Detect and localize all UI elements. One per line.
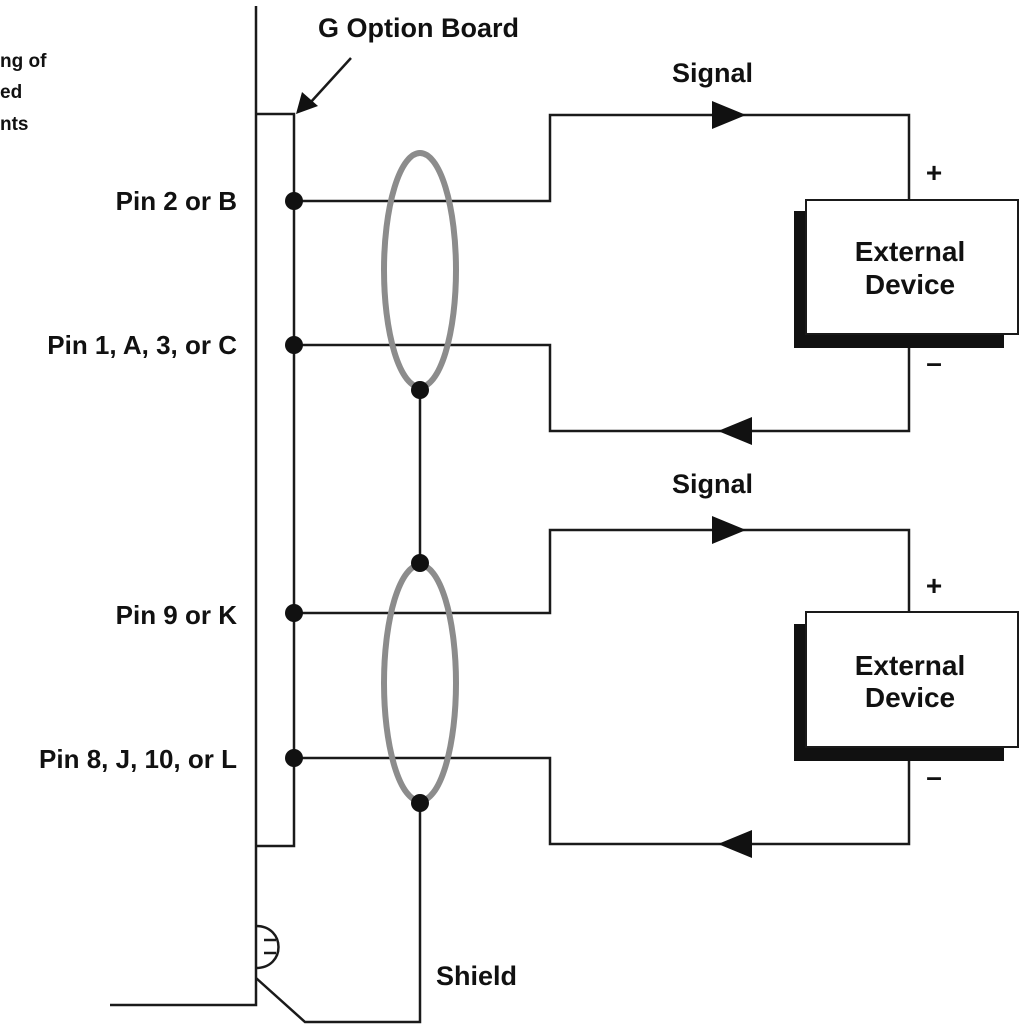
pin-9-k-junction-dot — [285, 604, 303, 622]
chassis-line — [110, 6, 258, 1007]
upper-signal-label: Signal — [672, 58, 753, 88]
lower-shield-top-junction-dot — [411, 554, 429, 572]
partial-label-line-2: ed — [0, 82, 22, 103]
lower-external-device — [805, 611, 1019, 748]
lower-return-arrow-icon — [718, 830, 752, 858]
lower-device-label-line-1: External — [855, 650, 966, 681]
pin-2-b-label: Pin 2 or B — [116, 186, 237, 216]
upper-shield-loop — [381, 150, 459, 390]
upper-signal-wire — [294, 113, 911, 203]
lower-return-wire — [294, 747, 911, 846]
upper-device-label-line-2: Device — [865, 269, 955, 300]
board-pointer-arrowhead — [296, 92, 318, 114]
option-board-outline — [256, 112, 296, 848]
pin-8-j-10-l-junction-dot — [285, 749, 303, 767]
pin-8-j-10-l-label: Pin 8, J, 10, or L — [39, 744, 237, 774]
upper-device-label-line-1: External — [855, 236, 966, 267]
shield-drain-wire — [255, 803, 422, 1024]
lower-plus-label: + — [926, 570, 942, 601]
board-pointer-line — [309, 57, 352, 104]
shield-label: Shield — [436, 961, 517, 991]
upper-external-device — [805, 199, 1019, 335]
lower-shield-loop — [381, 562, 459, 804]
ground-lug-icon — [255, 924, 280, 970]
upper-signal-arrow-icon — [712, 101, 746, 129]
pin-2-b-junction-dot — [285, 192, 303, 210]
board-label: G Option Board — [318, 13, 519, 43]
lower-minus-label: – — [926, 761, 942, 792]
lower-signal-arrow-icon — [712, 516, 746, 544]
upper-return-wire — [294, 334, 911, 433]
pin-1-a-3-c-junction-dot — [285, 336, 303, 354]
upper-minus-label: – — [926, 347, 942, 378]
lower-shield-bottom-junction-dot — [411, 794, 429, 812]
upper-return-arrow-icon — [718, 417, 752, 445]
upper-plus-label: + — [926, 157, 942, 188]
pin-1-a-3-c-label: Pin 1, A, 3, or C — [47, 330, 237, 360]
upper-shield-junction-dot — [411, 381, 429, 399]
lower-signal-label: Signal — [672, 469, 753, 499]
partial-label-line-1: ng of — [0, 51, 47, 72]
lower-device-label-line-2: Device — [865, 682, 955, 713]
partial-label-line-3: nts — [0, 114, 29, 135]
pin-9-k-label: Pin 9 or K — [116, 600, 238, 630]
lower-signal-wire — [294, 528, 911, 615]
